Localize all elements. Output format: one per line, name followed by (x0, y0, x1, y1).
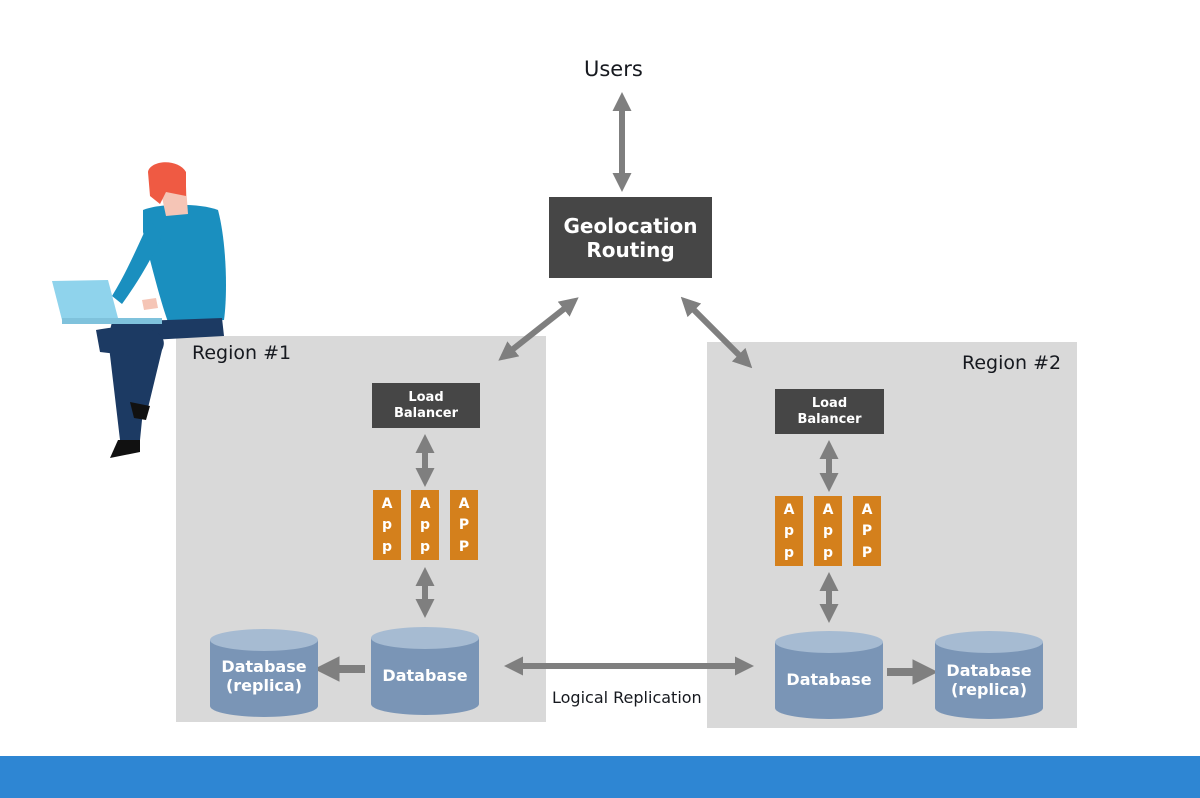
database-replica-1-label: Database (replica) (221, 656, 307, 695)
region-2-title: Region #2 (962, 352, 1062, 374)
footer-bar (0, 756, 1200, 798)
arrow-geo-region-1 (498, 297, 579, 361)
region-1-title: Region #1 (192, 342, 292, 364)
person-with-laptop-illustration (52, 162, 226, 458)
logical-replication-label: Logical Replication (552, 688, 702, 707)
users-label: Users (584, 57, 643, 81)
geolocation-routing-box: Geolocation Routing (549, 197, 712, 278)
database-2-label: Database (786, 670, 872, 690)
database-replica-2-cylinder (935, 631, 1043, 719)
arrow-geo-region-2 (680, 296, 753, 369)
load-balancer-label: Load Balancer (797, 395, 862, 427)
database-1-label: Database (382, 666, 468, 686)
database-replica-1-cylinder (210, 629, 318, 717)
database-replica-2-label: Database (replica) (946, 660, 1032, 699)
database-2-cylinder (775, 631, 883, 719)
load-balancer-label: Load Balancer (393, 389, 459, 421)
load-balancer-region-1: Load Balancer (372, 383, 480, 428)
database-1-cylinder (371, 627, 479, 715)
geolocation-routing-label: Geolocation Routing (563, 213, 698, 262)
load-balancer-region-2: Load Balancer (775, 389, 884, 434)
